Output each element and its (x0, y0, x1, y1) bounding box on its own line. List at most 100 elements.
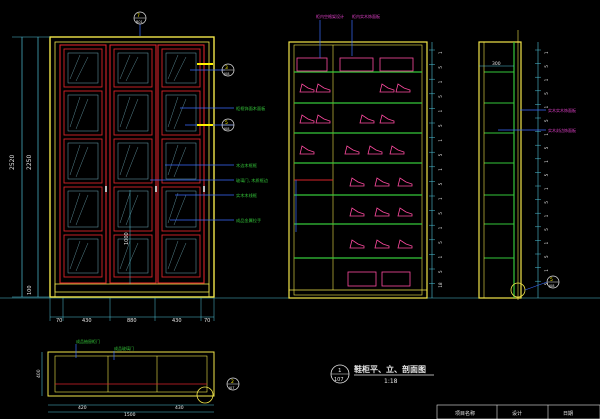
shoe (349, 177, 365, 187)
plan-note-1: 成品抽屉柜门 (76, 338, 100, 344)
side-dim-value: 1 (544, 214, 549, 217)
glass-hatch (119, 144, 131, 176)
storage-box-1 (296, 57, 328, 72)
side-dim-value: 5 (544, 92, 549, 95)
svg-text:5: 5 (550, 277, 553, 283)
side-top-dim: 300 (492, 61, 501, 67)
shoe (397, 177, 413, 187)
shelf-dim-value: 5 (438, 241, 443, 244)
plan-outer (47, 351, 215, 397)
door-pane (113, 186, 153, 232)
side-dim-value: 5 (544, 228, 549, 231)
note-4: 实木木线框 (236, 192, 258, 199)
side-leaders (498, 109, 546, 131)
note-5: 成品金属拉手 (236, 217, 261, 224)
svg-text:2: 2 (231, 379, 234, 385)
shelf-leaders (295, 20, 353, 232)
callout-mid-1: 3 J08 (221, 63, 235, 77)
title-text: 鞋柜平、立、剖面图 (354, 364, 426, 374)
door-pane (113, 138, 153, 184)
svg-text:3: 3 (225, 65, 228, 71)
side-dim-value: 1 (544, 241, 549, 244)
svg-text:7: 7 (137, 13, 140, 19)
note-2: 木边木框框 (236, 162, 258, 169)
door-pane (113, 90, 153, 136)
glass-panel (117, 190, 149, 228)
dim-text-lower: 1000 (124, 232, 130, 245)
door-pane (63, 138, 103, 184)
glass-hatch (167, 96, 179, 128)
shelf-dim-value: 1 (438, 226, 443, 229)
door-pane (161, 186, 201, 232)
svg-text:B01: B01 (136, 20, 143, 24)
door-leaf-3 (157, 44, 205, 284)
door-leaf-1 (59, 44, 107, 284)
side-note-2: 实木封边饰面板 (548, 127, 576, 133)
glass-hatch (75, 98, 89, 130)
glass-hatch (173, 146, 187, 178)
plan-note-2: 成品玻璃门 (114, 345, 134, 351)
door-pane (161, 48, 201, 88)
glass-panel (117, 52, 149, 84)
glass-hatch (69, 54, 81, 80)
glass-panel (67, 52, 99, 84)
plan-side-dim: 400 (36, 369, 42, 378)
glass-hatch (125, 194, 139, 226)
shelf-dim-value: 5 (438, 153, 443, 156)
glass-hatch (119, 54, 131, 80)
side-dim-value: 5 (544, 201, 549, 204)
side-dim-value: 5 (544, 282, 549, 285)
door-pane (63, 90, 103, 136)
shelf-dim-value: 5 (438, 66, 443, 69)
side-dim-value: 5 (544, 119, 549, 122)
storage-box-2 (339, 57, 374, 72)
glass-hatch (119, 240, 131, 270)
door-pane (161, 90, 201, 136)
bottom-dim-ticks (49, 298, 215, 321)
shoe (315, 114, 331, 124)
door-pane (63, 234, 103, 278)
side-dim-value: 5 (544, 146, 549, 149)
shoe (315, 83, 331, 93)
title-cell-design: 设计 (512, 410, 522, 417)
storage-box-3 (379, 57, 414, 72)
shoe (299, 145, 315, 155)
shoe (359, 114, 375, 124)
glass-hatch (69, 96, 81, 128)
glass-hatch (167, 192, 179, 224)
glass-hatch (119, 192, 131, 224)
glass-hatch (173, 56, 187, 82)
glass-hatch (167, 54, 179, 80)
callout-top: 7 B01 (133, 11, 147, 25)
shoe (349, 239, 365, 249)
glass-hatch (125, 146, 139, 178)
shoe (349, 207, 365, 217)
glass-hatch (167, 240, 179, 270)
shoe (367, 145, 383, 155)
shelf-dim-value: 1 (438, 255, 443, 258)
shelf-dim-value: 1 (438, 139, 443, 142)
bottom-dim-3: 880 (127, 318, 137, 324)
glass-hatch (173, 242, 187, 272)
glass-hatch (119, 96, 131, 128)
bottom-dim-4: 430 (172, 318, 182, 324)
door-pane (63, 186, 103, 232)
glass-hatch (75, 194, 89, 226)
door-pane (161, 138, 201, 184)
shelf-dim-value: 5 (438, 95, 443, 98)
side-dim-value: 5 (544, 65, 549, 68)
door-leaf-2 (109, 44, 157, 284)
glass-panel (117, 142, 149, 180)
scale-text: 1:18 (384, 378, 398, 385)
shelf-dim-value: 5 (438, 182, 443, 185)
sheet-number: 1 (338, 368, 342, 374)
shelf-dim-value: 5 (438, 124, 443, 127)
shelf-dim-value: 5 (438, 212, 443, 215)
glass-hatch (75, 242, 89, 272)
tag-mark-middle (197, 124, 213, 126)
glass-panel (67, 190, 99, 228)
side-outer (478, 41, 522, 299)
